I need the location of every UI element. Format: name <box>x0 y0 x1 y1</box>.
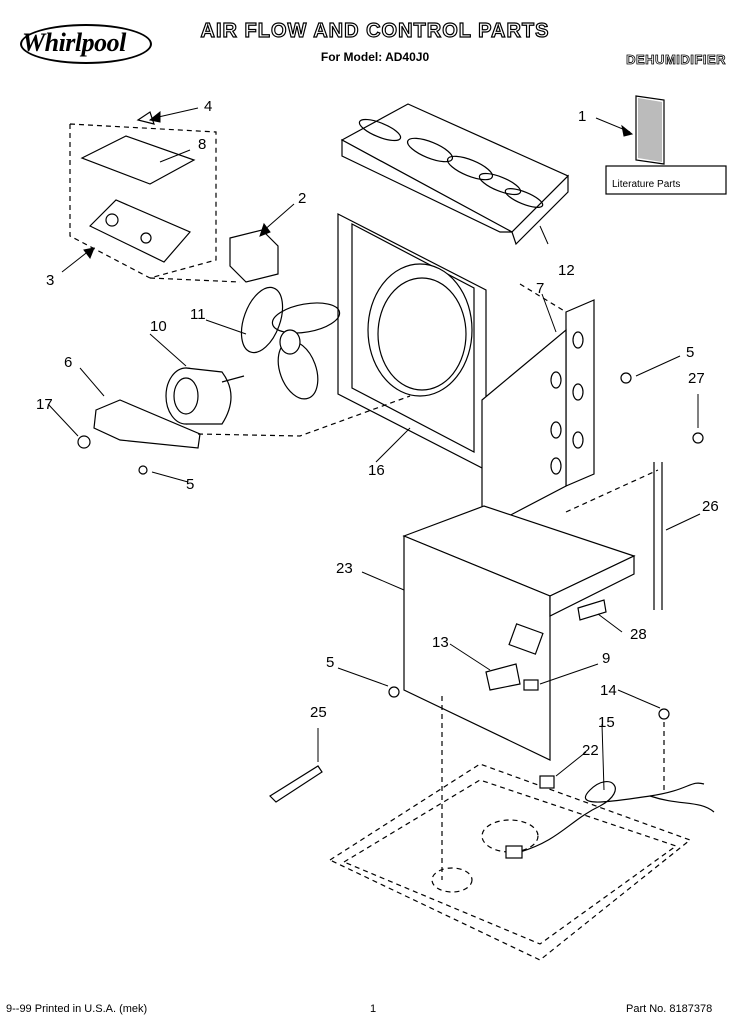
product-category: DEHUMIDIFIER <box>626 52 726 68</box>
top-grille-part <box>340 103 570 246</box>
literature-parts-part <box>605 95 727 195</box>
evaporator-part <box>481 299 595 531</box>
callout-4: 4 <box>204 98 213 115</box>
callout-1: 1 <box>578 108 587 125</box>
motor-bracket-part <box>77 399 201 475</box>
callout-17: 17 <box>36 396 53 413</box>
footer-part-number: Part No. 8187378 <box>626 1003 713 1015</box>
screw-parts <box>388 372 704 720</box>
heater-rod-part <box>653 462 663 610</box>
brand-logo-ring <box>20 24 152 64</box>
callout-9: 9 <box>602 650 611 667</box>
control-housing-part <box>69 111 217 279</box>
callout-28: 28 <box>630 626 647 643</box>
callout-22: 22 <box>582 742 599 759</box>
callout-14: 14 <box>600 682 617 699</box>
sensor-clip-parts <box>485 663 539 691</box>
callout-16: 16 <box>368 462 385 479</box>
literature-parts-label: Literature Parts <box>612 179 681 190</box>
callout-8: 8 <box>198 136 207 153</box>
callout-26: 26 <box>702 498 719 515</box>
footer-page-number: 1 <box>370 1003 377 1015</box>
callout-3: 3 <box>46 272 55 289</box>
callout-25: 25 <box>310 704 327 721</box>
model-line: For Model: AD40J0 <box>320 50 430 64</box>
power-cord-part <box>505 781 715 859</box>
callout-27: 27 <box>688 370 705 387</box>
callout-5c: 5 <box>326 654 335 671</box>
callout-7: 7 <box>536 280 545 297</box>
switch-part <box>229 229 279 283</box>
callout-13: 13 <box>432 634 449 651</box>
fan-motor-part <box>165 367 245 425</box>
callout-6: 6 <box>64 354 73 371</box>
callout-10: 10 <box>150 318 167 335</box>
front-panel-part <box>337 213 487 471</box>
callout-11: 11 <box>190 306 206 323</box>
callout-12: 12 <box>558 262 575 279</box>
fan-blade-part <box>240 286 341 400</box>
footer-print-info: 9--99 Printed in U.S.A. (mek) <box>6 1003 148 1015</box>
base-pan-part <box>328 763 692 961</box>
base-housing-part <box>402 505 636 761</box>
callout-5b: 5 <box>186 476 195 493</box>
callout-23: 23 <box>336 560 353 577</box>
callout-5a: 5 <box>686 344 695 361</box>
callout-2: 2 <box>298 190 307 207</box>
tie-strap-part <box>269 765 323 803</box>
brand-logo: Whirlpool <box>22 28 126 57</box>
callout-15: 15 <box>598 714 615 731</box>
cord-clamp-part <box>539 775 555 789</box>
page-title: AIR FLOW AND CONTROL PARTS <box>200 19 550 42</box>
